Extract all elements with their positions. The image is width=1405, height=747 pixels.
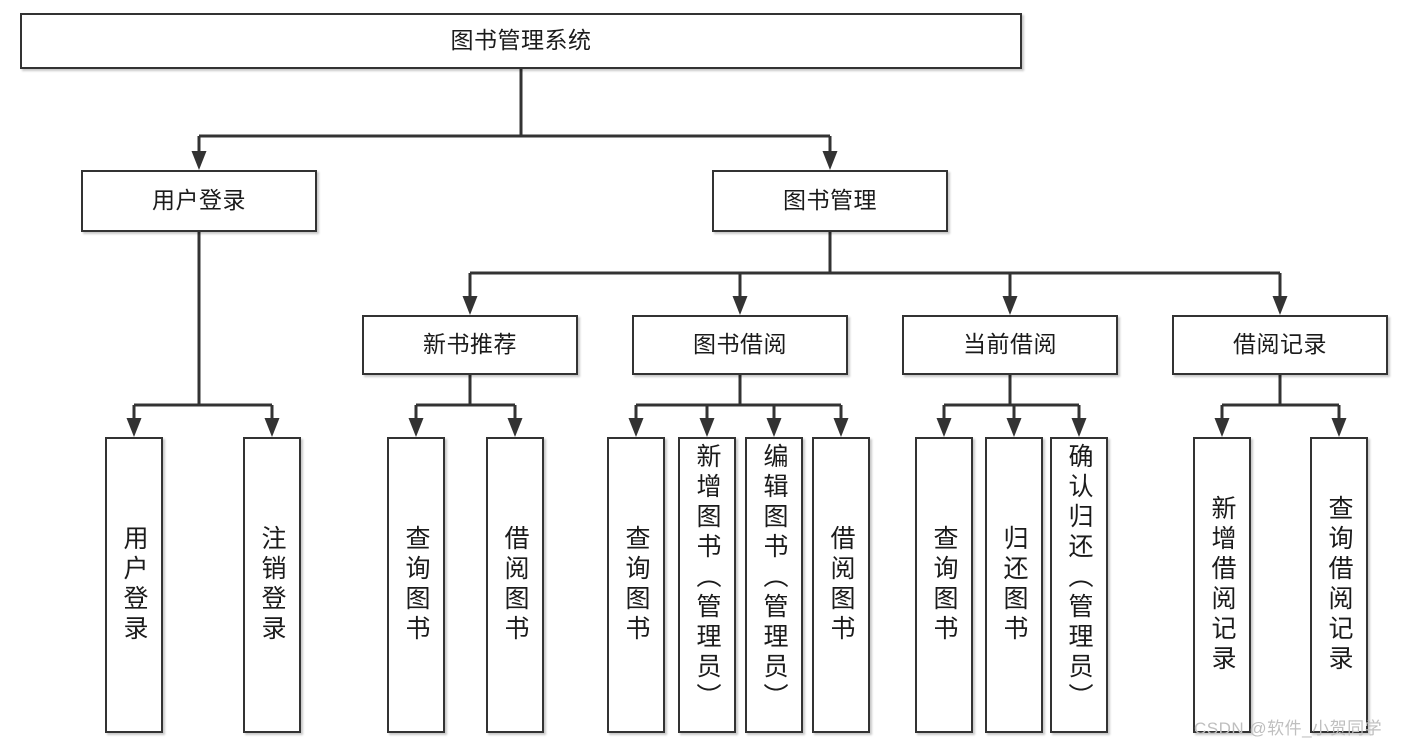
node-label-leaf-add-book-admin: 新增图书（管理员）: [693, 443, 721, 713]
node-leaf-query-book-2: 查询图书: [607, 437, 665, 733]
node-label-leaf-query-book-2: 查询图书: [622, 525, 650, 645]
node-label-leaf-borrow-book-2: 借阅图书: [827, 525, 855, 645]
node-new-book-recommend: 新书推荐: [362, 315, 578, 375]
node-leaf-return-book: 归还图书: [985, 437, 1043, 733]
connector-arrowhead: [1272, 296, 1288, 315]
node-label-new-book-recommend: 新书推荐: [423, 331, 517, 358]
node-label-leaf-logout-login: 注销登录: [258, 525, 286, 645]
connector-userlogin-to-leaves: [126, 232, 280, 437]
connector-arrowhead: [126, 418, 142, 437]
node-leaf-borrow-book-2: 借阅图书: [812, 437, 870, 733]
node-leaf-edit-book-admin: 编辑图书（管理员）: [745, 437, 803, 733]
connector-arrowhead: [766, 418, 782, 437]
connector-arrowhead: [1331, 418, 1347, 437]
node-label-leaf-confirm-return-admin: 确认归还（管理员）: [1065, 443, 1093, 713]
connector-arrowhead: [191, 151, 207, 170]
node-leaf-add-borrow-record: 新增借阅记录: [1193, 437, 1251, 733]
connector-arrowhead: [1214, 418, 1230, 437]
connector-arrowhead: [462, 296, 478, 315]
connector-arrowhead: [1006, 418, 1022, 437]
connector-bookmanage-to-level3: [462, 232, 1288, 315]
connector-arrowhead: [408, 418, 424, 437]
connector-arrowhead: [936, 418, 952, 437]
node-leaf-user-login: 用户登录: [105, 437, 163, 733]
node-leaf-logout-login: 注销登录: [243, 437, 301, 733]
node-book-borrow: 图书借阅: [632, 315, 848, 375]
csdn-watermark: CSDN @软件_小贺同学: [1194, 719, 1383, 738]
connector-arrowhead: [507, 418, 523, 437]
connector-arrowhead: [628, 418, 644, 437]
node-leaf-add-book-admin: 新增图书（管理员）: [678, 437, 736, 733]
node-leaf-query-borrow-record: 查询借阅记录: [1310, 437, 1368, 733]
node-label-borrow-record: 借阅记录: [1233, 331, 1327, 358]
connector-arrowhead: [699, 418, 715, 437]
node-label-leaf-return-book: 归还图书: [1000, 525, 1028, 645]
connector-record-to-leaves: [1214, 375, 1347, 437]
node-label-leaf-edit-book-admin: 编辑图书（管理员）: [760, 443, 788, 713]
node-label-leaf-query-book-1: 查询图书: [402, 525, 430, 645]
node-label-current-borrow: 当前借阅: [963, 331, 1057, 358]
node-label-leaf-add-borrow-record: 新增借阅记录: [1208, 495, 1236, 675]
node-leaf-borrow-book-1: 借阅图书: [486, 437, 544, 733]
connector-arrowhead: [264, 418, 280, 437]
node-user-login: 用户登录: [81, 170, 317, 232]
connector-arrowhead: [1071, 418, 1087, 437]
node-label-leaf-query-borrow-record: 查询借阅记录: [1325, 495, 1353, 675]
node-leaf-confirm-return-admin: 确认归还（管理员）: [1050, 437, 1108, 733]
node-label-leaf-borrow-book-1: 借阅图书: [501, 525, 529, 645]
node-label-leaf-query-book-3: 查询图书: [930, 525, 958, 645]
node-label-book-manage: 图书管理: [783, 187, 877, 214]
node-borrow-record: 借阅记录: [1172, 315, 1388, 375]
node-leaf-query-book-1: 查询图书: [387, 437, 445, 733]
connector-current-to-leaves: [936, 375, 1087, 437]
node-current-borrow: 当前借阅: [902, 315, 1118, 375]
node-root: 图书管理系统: [20, 13, 1022, 69]
node-label-root: 图书管理系统: [450, 27, 592, 54]
node-label-leaf-user-login: 用户登录: [120, 525, 148, 645]
connector-borrow-to-leaves: [628, 375, 849, 437]
node-book-manage: 图书管理: [712, 170, 948, 232]
connector-recommend-to-leaves: [408, 375, 523, 437]
connector-arrowhead: [732, 296, 748, 315]
node-label-book-borrow: 图书借阅: [693, 331, 787, 358]
node-leaf-query-book-3: 查询图书: [915, 437, 973, 733]
connector-arrowhead: [833, 418, 849, 437]
node-label-user-login: 用户登录: [152, 187, 246, 214]
connector-arrowhead: [822, 151, 838, 170]
connector-root-to-level2: [191, 69, 838, 170]
connector-arrowhead: [1002, 296, 1018, 315]
